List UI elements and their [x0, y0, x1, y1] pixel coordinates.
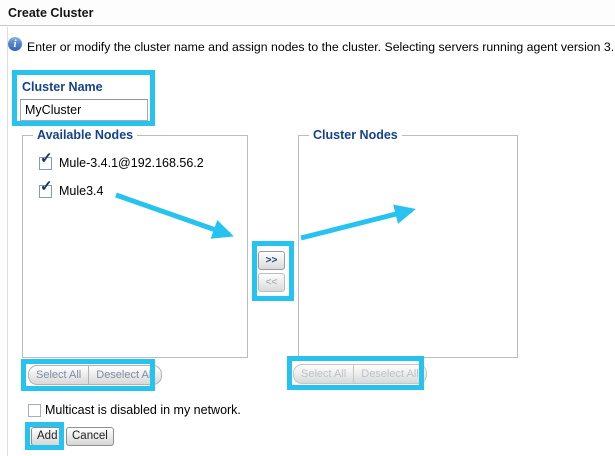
list-item: ✓ Mule3.4: [39, 179, 247, 198]
available-nodes-legend: Available Nodes: [37, 128, 134, 142]
highlight-box-transfer-buttons: [252, 241, 294, 301]
node-checkbox-checked[interactable]: ✓: [39, 179, 53, 198]
multicast-checkbox-unchecked[interactable]: [28, 404, 41, 417]
cluster-select-group: Select All Deselect All: [293, 364, 427, 384]
cluster-nodes-fieldset: Cluster Nodes: [298, 128, 518, 358]
node-label: Mule-3.4.1@192.168.56.2: [59, 156, 204, 170]
deselect-all-button-disabled: Deselect All: [361, 368, 419, 380]
panel-left-border: [7, 27, 8, 456]
node-label: Mule3.4: [59, 184, 104, 198]
page-title: Create Cluster: [8, 6, 94, 20]
info-message: Enter or modify the cluster name and ass…: [27, 40, 613, 54]
move-right-button[interactable]: >>: [258, 251, 285, 270]
multicast-label: Multicast is disabled in my network.: [45, 403, 241, 417]
cancel-button[interactable]: Cancel: [66, 427, 114, 446]
cluster-nodes-legend: Cluster Nodes: [313, 128, 398, 142]
cluster-name-input[interactable]: [20, 99, 148, 121]
available-select-group: Select All Deselect All: [28, 365, 162, 385]
list-item: ✓ Mule-3.4.1@192.168.56.2: [39, 151, 247, 170]
checkmark-icon: ✓: [40, 177, 53, 195]
checkmark-icon: ✓: [40, 149, 53, 167]
add-button[interactable]: Add: [31, 427, 64, 446]
select-all-button-disabled: Select All: [294, 365, 355, 383]
available-nodes-fieldset: Available Nodes ✓ Mule-3.4.1@192.168.56.…: [22, 128, 248, 358]
info-icon: i: [8, 37, 22, 51]
deselect-all-button[interactable]: Deselect All: [96, 369, 154, 381]
dialog-header: Create Cluster: [0, 0, 615, 26]
select-all-button[interactable]: Select All: [29, 366, 90, 384]
move-left-button[interactable]: <<: [258, 273, 285, 292]
node-checkbox-checked[interactable]: ✓: [39, 151, 53, 170]
cluster-name-label: Cluster Name: [22, 80, 103, 94]
